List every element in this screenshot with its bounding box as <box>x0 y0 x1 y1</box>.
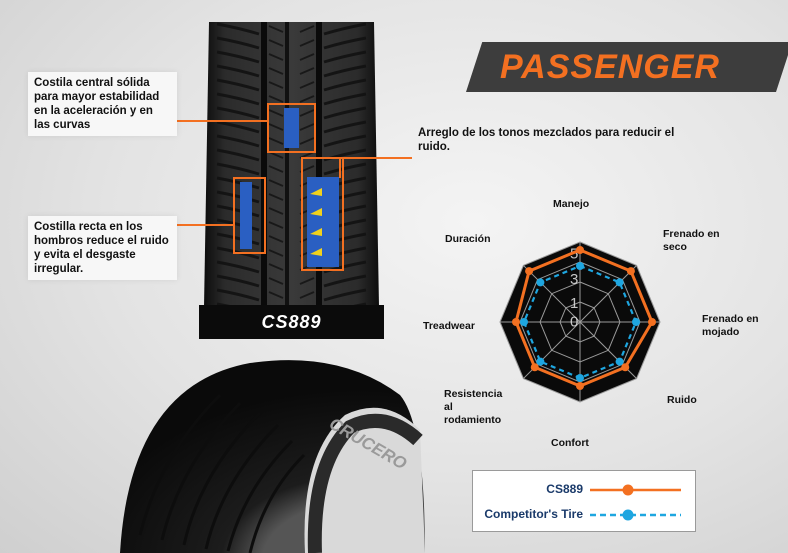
series-point-competitor <box>632 318 640 326</box>
series-point-competitor <box>576 374 584 382</box>
series-point-cs889 <box>621 363 630 372</box>
series-point-cs889 <box>530 363 539 372</box>
series-point-cs889 <box>576 382 584 390</box>
series-point-cs889 <box>576 246 584 254</box>
series-point-competitor <box>520 318 528 326</box>
callout-pitch: Arreglo de los tonos mezclados para redu… <box>418 127 675 153</box>
radar-spoke <box>523 265 581 323</box>
radar-spoke <box>579 265 637 323</box>
series-point-cs889 <box>512 318 520 326</box>
radar-tick-label: 0 <box>570 313 578 330</box>
series-point-cs889 <box>626 267 635 276</box>
tire-side-image: CRUCERO <box>120 360 425 553</box>
tire-tread-image <box>204 22 379 307</box>
series-point-cs889 <box>525 267 534 276</box>
axis-label-confort: Confort <box>551 437 589 449</box>
radar-tick-label: 3 <box>570 271 578 288</box>
axis-label-treadwear: Treadwear <box>423 320 475 332</box>
axis-label-manejo: Manejo <box>553 198 590 210</box>
callout-shoulder-rib: Costilla recta en los hombros reduce el … <box>28 216 177 280</box>
axis-label-resistencia: Resistencia al rodamiento <box>444 388 503 426</box>
callout-center-rib: Costila central sólida para mayor estabi… <box>28 72 177 136</box>
axis-label-ruido: Ruido <box>667 394 697 406</box>
axis-label-duracion: Duración <box>445 233 491 245</box>
radar-tick-label: 1 <box>570 295 578 312</box>
series-point-cs889 <box>648 318 656 326</box>
axis-label-frenado-mojado: Frenado en mojado <box>702 313 759 338</box>
series-point-competitor <box>536 357 545 366</box>
series-point-competitor <box>536 278 545 287</box>
legend-label-cs889: CS889 <box>546 482 583 496</box>
model-label-bar <box>199 305 384 339</box>
passenger-banner-text: PASSENGER <box>500 48 720 86</box>
legend-label-competitor: Competitor's Tire <box>484 507 583 521</box>
legend-swatch-competitor <box>590 509 681 521</box>
series-point-competitor <box>615 357 624 366</box>
axis-label-frenado-seco: Frenado en seco <box>663 228 720 253</box>
series-point-competitor <box>615 278 624 287</box>
chart-legend: CS889 Competitor's Tire <box>472 470 696 532</box>
model-label: CS889 <box>261 312 322 332</box>
series-point-competitor <box>576 262 584 270</box>
legend-swatch-cs889 <box>590 484 681 496</box>
